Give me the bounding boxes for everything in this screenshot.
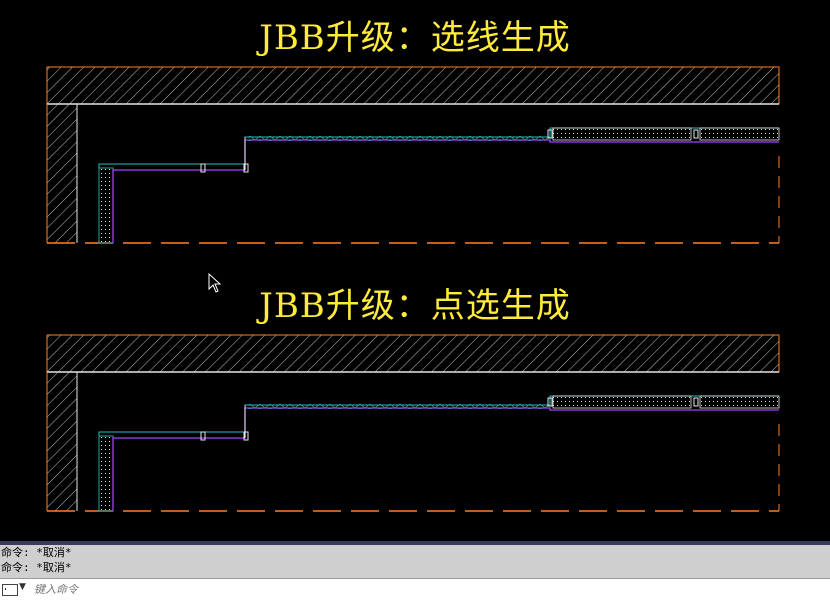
hanger-bracket	[547, 129, 553, 139]
hanger-bracket	[200, 163, 206, 173]
command-history-line: 命令: *取消*	[1, 546, 72, 559]
command-input[interactable]	[34, 580, 814, 599]
drawing-title-select-line: JBB升级：选线生成	[259, 18, 571, 58]
drawing-canvas[interactable]: JBB升级：选线生成 JBB升级：点选生成	[0, 0, 830, 541]
cad-drawing-top[interactable]	[0, 60, 830, 250]
hanger-bracket	[243, 431, 249, 441]
hanger-bracket	[243, 163, 249, 173]
hanger-bracket	[693, 397, 699, 407]
left-column	[47, 372, 77, 511]
ceiling-panel	[552, 127, 692, 141]
hanger-bracket	[547, 397, 553, 407]
hanger-bracket	[693, 129, 699, 139]
ceiling-slab	[46, 334, 780, 373]
ceiling-drop-panel	[98, 167, 114, 244]
ceiling-drop-panel	[98, 435, 114, 512]
command-history-line: 命令: *取消*	[1, 561, 72, 574]
ceiling-panel	[699, 127, 780, 141]
command-prompt-icon[interactable]	[2, 584, 18, 596]
mouse-cursor-icon	[208, 273, 222, 293]
ceiling-slab	[46, 66, 780, 105]
ceiling-profile-inner	[112, 139, 779, 243]
command-history: 命令: *取消* 命令: *取消*	[0, 545, 830, 578]
chevron-down-icon[interactable]: ▼	[19, 582, 26, 592]
ceiling-panel	[552, 395, 692, 409]
drawing-title-select-point: JBB升级：点选生成	[259, 286, 571, 326]
command-line-panel: 命令: *取消* 命令: *取消* ▼	[0, 541, 830, 601]
ceiling-profile-inner	[112, 407, 779, 511]
hanger-bracket	[200, 431, 206, 441]
ceiling-panel	[699, 395, 780, 409]
ceiling-zigzag-band	[248, 136, 548, 141]
left-column	[47, 104, 77, 243]
command-input-row: ▼	[0, 578, 830, 601]
command-panel-border	[0, 541, 830, 545]
cad-drawing-bottom[interactable]	[0, 328, 830, 518]
ceiling-zigzag-band	[248, 404, 548, 409]
